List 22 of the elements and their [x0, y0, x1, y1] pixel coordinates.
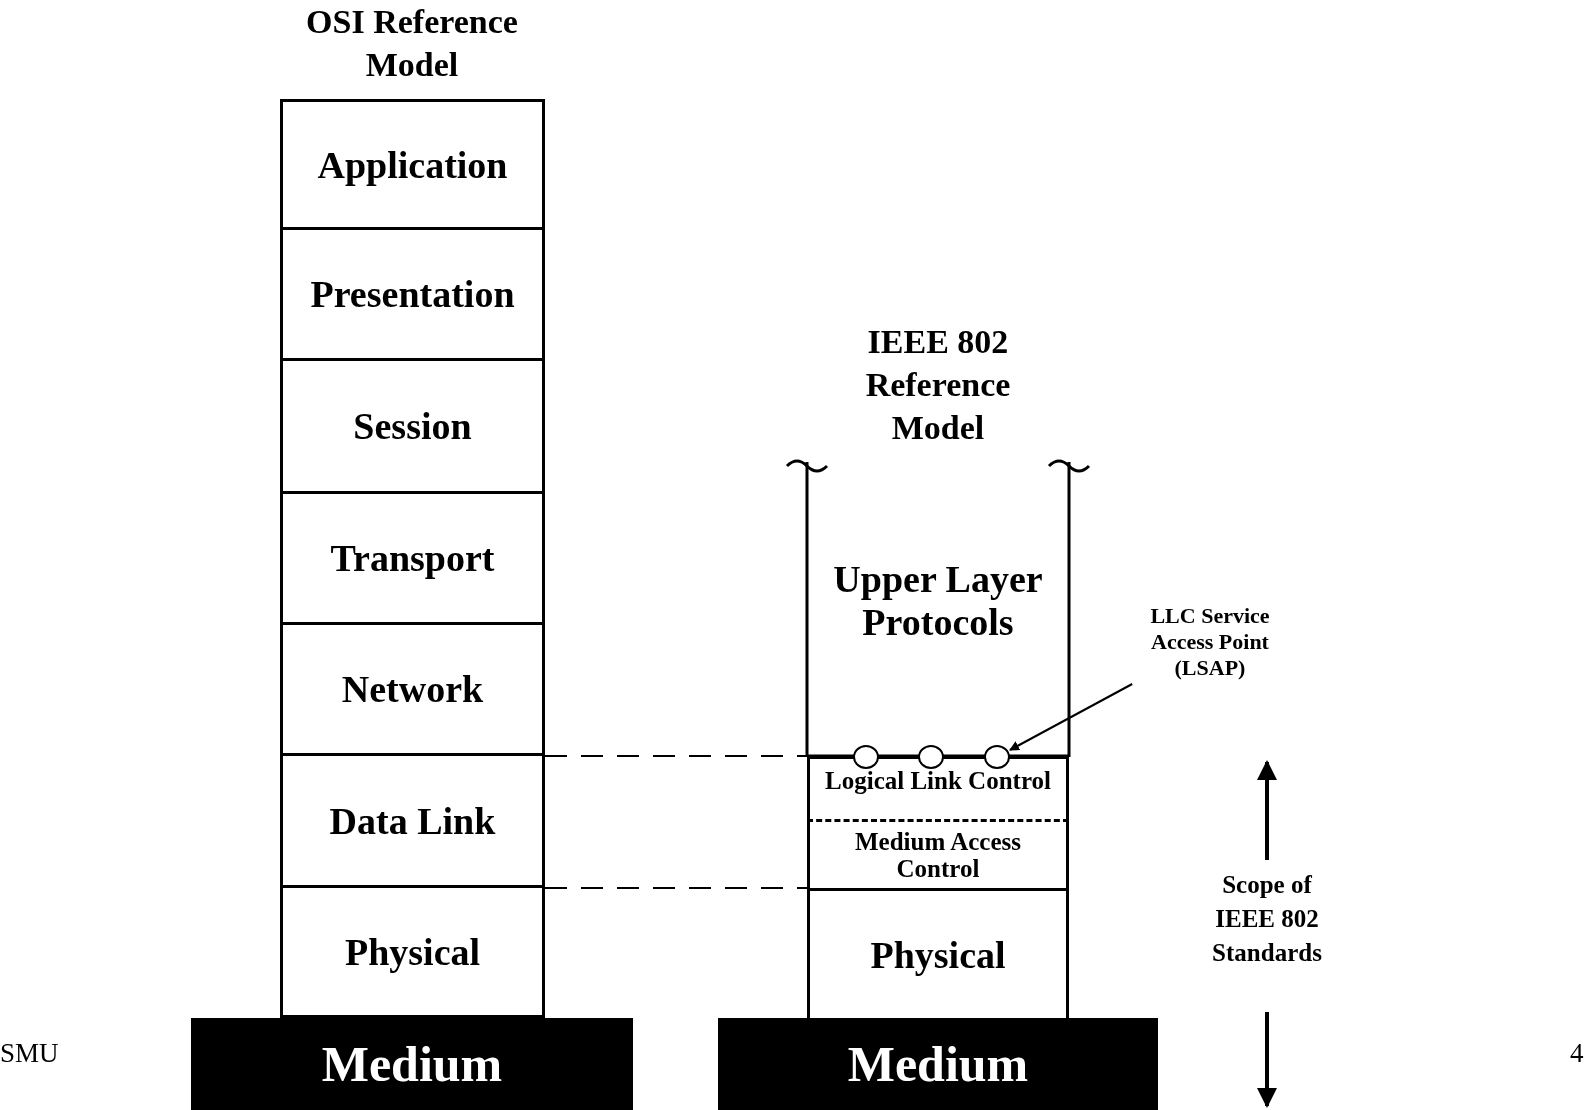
access-point-circle [853, 745, 879, 769]
arrow [1009, 683, 1134, 751]
layer-label: Upper Layer Protocols [828, 516, 1048, 686]
stack-heading: OSI Reference Model [305, 2, 519, 85]
access-point-circle [918, 745, 944, 769]
access-point-circle [984, 745, 1010, 769]
callout-text: LLC Service Access Point (LSAP) [1120, 600, 1300, 684]
footer-text: SMU [0, 1037, 60, 1070]
stack-heading: IEEE 802 Reference Model [864, 322, 1012, 448]
layer-box: Data Link [280, 756, 545, 888]
medium-bar: Medium [191, 1018, 633, 1110]
layer-box: Transport [280, 494, 545, 625]
page-number: 4 [1570, 1037, 1585, 1070]
layer-box: Session [280, 361, 545, 494]
alignment-line [544, 887, 808, 889]
medium-bar: Medium [718, 1018, 1158, 1110]
sublayer-box: Medium Access Control [807, 822, 1069, 888]
layer-box: Application [280, 99, 545, 230]
layer-box: Network [280, 625, 545, 756]
scope-label: Scope of IEEE 802 Standards [1212, 870, 1322, 968]
layer-box: Presentation [280, 230, 545, 361]
alignment-line [544, 755, 808, 757]
